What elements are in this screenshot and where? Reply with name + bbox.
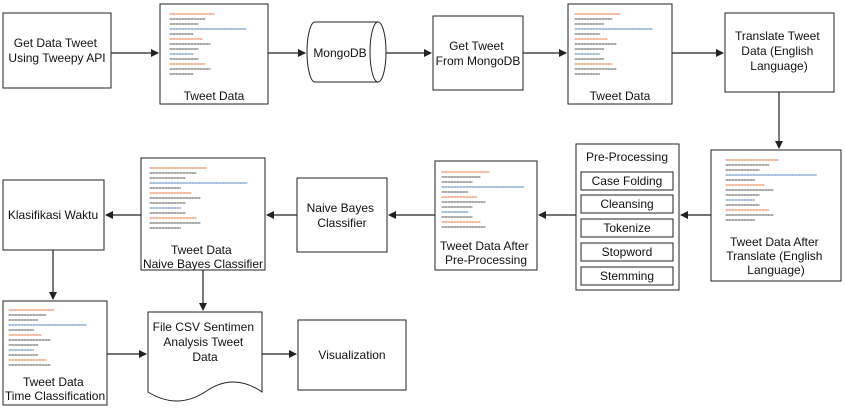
code-snippet-icon [725,159,817,221]
visualization-label: Visualization [318,348,385,362]
svg-text:Stemming: Stemming [600,269,654,283]
get-tweet-node: Get Tweet From MongoDB [432,15,524,91]
mongodb-label: MongoDB [313,46,366,60]
tweet-data-doc-2: Tweet Data [567,3,673,105]
csv-file-label: File CSV Sentimen Analysis Tweet Data [153,320,258,364]
step-cleansing: Cleansing [580,194,674,214]
tweet-time-label: Tweet Data Time Classification [5,375,105,403]
csv-file-node: File CSV Sentimen Analysis Tweet Data [147,311,263,402]
tweet-time-doc: Tweet Data Time Classification [2,300,108,406]
naive-bayes-node: Naive Bayes Classifier [296,177,388,253]
tweet-data-2-label: Tweet Data [590,89,651,103]
tweet-nb-doc: Tweet Data Naive Bayes Classifier [140,157,266,271]
get-data-label: Get Data Tweet Using Tweepy API [8,36,105,65]
preprocessing-title: Pre-Processing [586,150,668,164]
tweet-after-translate-label: Tweet Data After Translate (English Lang… [726,235,826,277]
step-stemming: Stemming [580,266,674,286]
klasifikasi-label: Klasifikasi Waktu [8,208,98,222]
tweet-after-pre-label: Tweet Data After Pre-Processing [440,239,532,267]
naive-bayes-label: Naive Bayes Classifier [307,201,378,230]
visualization-node: Visualization [297,319,407,391]
translate-label: Translate Tweet Data (English Language) [735,29,823,73]
step-tokenize: Tokenize [580,218,674,238]
code-snippet-icon [441,171,525,228]
svg-text:Case Folding: Case Folding [592,174,663,188]
code-snippet-icon [149,167,248,229]
code-snippet-icon [8,309,88,366]
translate-node: Translate Tweet Data (English Language) [724,12,835,93]
get-tweet-label: Get Tweet From MongoDB [436,39,521,68]
preprocessing-group: Pre-Processing Case Folding Cleansing To… [575,143,680,291]
step-stopword: Stopword [580,242,674,262]
mongodb-cylinder: MongoDB [306,21,387,83]
svg-text:Stopword: Stopword [602,245,653,259]
tweet-data-doc-1: Tweet Data [159,3,269,105]
tweet-after-translate-doc: Tweet Data After Translate (English Lang… [710,149,842,282]
code-snippet-icon [169,13,247,75]
code-snippet-icon [574,13,654,75]
get-data-node: Get Data Tweet Using Tweepy API [2,12,112,89]
svg-text:Cleansing: Cleansing [600,197,653,211]
step-case-folding: Case Folding [580,171,674,191]
tweet-nb-label: Tweet Data Naive Bayes Classifier [143,243,263,271]
klasifikasi-node: Klasifikasi Waktu [2,179,105,251]
tweet-after-pre-doc: Tweet Data After Pre-Processing [434,160,538,271]
svg-text:Tokenize: Tokenize [603,221,651,235]
tweet-data-1-label: Tweet Data [184,89,245,103]
